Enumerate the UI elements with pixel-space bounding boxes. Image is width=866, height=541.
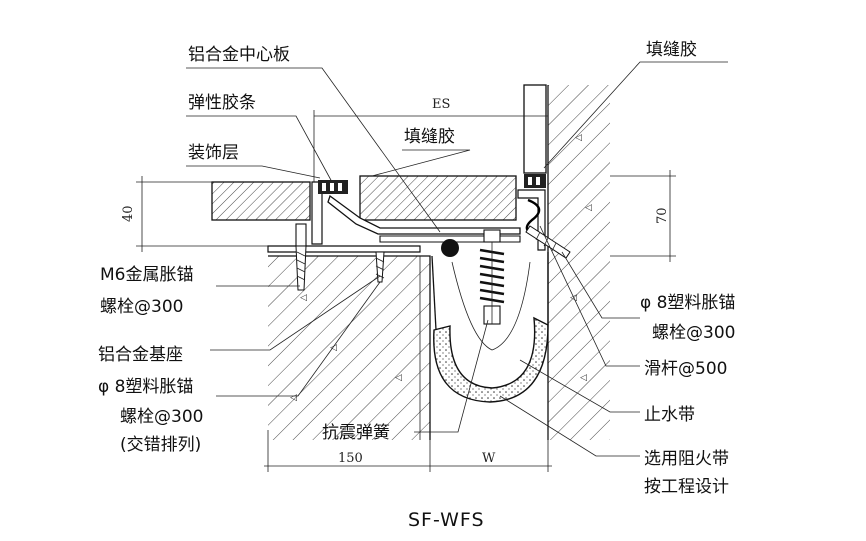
label-base-seat: 铝合金基座 <box>98 345 183 365</box>
dimension-40: 40 <box>121 205 136 222</box>
svg-text:◁: ◁ <box>395 373 402 383</box>
label-fire-barrier-design: 按工程设计 <box>644 477 729 497</box>
label-slide-bar: 滑杆@500 <box>644 359 727 379</box>
label-filler-glue-top: 填缝胶 <box>404 127 455 147</box>
seismic-spring <box>441 229 505 325</box>
label-finish-layer: 装饰层 <box>188 143 239 163</box>
diagram-title: SF-WFS <box>408 509 485 531</box>
label-plastic-anchor-right: φ 8塑料胀锚 <box>640 293 735 313</box>
svg-text:◁: ◁ <box>585 203 592 213</box>
label-staggered: (交错排列) <box>120 435 201 455</box>
label-seismic-spring: 抗震弹簧 <box>322 423 390 443</box>
label-waterstop: 止水带 <box>644 405 695 425</box>
svg-text:◁: ◁ <box>290 393 297 403</box>
elastic-rubber-strip <box>318 174 546 194</box>
dimension-lines <box>136 85 676 472</box>
label-fire-barrier: 选用阻火带 <box>644 449 729 469</box>
label-filler-glue-right: 填缝胶 <box>646 40 697 60</box>
label-plastic-anchor-left: φ 8塑料胀锚 <box>98 377 193 397</box>
waterstop-belt <box>431 252 549 403</box>
label-elastic-strip: 弹性胶条 <box>188 93 256 113</box>
dimension-150: 150 <box>338 451 363 466</box>
label-plastic-anchor-right-spacing: 螺栓@300 <box>652 323 735 343</box>
dimension-w: W <box>482 451 496 466</box>
leader-lines <box>186 61 728 457</box>
m6-metal-anchor-bolt <box>295 223 307 291</box>
label-center-plate: 铝合金中心板 <box>188 45 290 65</box>
dimension-70: 70 <box>655 207 670 224</box>
svg-text:◁: ◁ <box>300 293 307 303</box>
finish-layer-tiles <box>211 84 547 221</box>
svg-text:◁: ◁ <box>570 293 577 303</box>
label-plastic-anchor-left-spacing: 螺栓@300 <box>120 407 203 427</box>
label-m6-anchor-spacing: 螺栓@300 <box>100 297 183 317</box>
svg-text:◁: ◁ <box>580 373 587 383</box>
dimension-es: ES <box>432 97 450 112</box>
svg-text:◁: ◁ <box>575 133 582 143</box>
left-concrete-slab: ◁ ◁ ◁ ◁ <box>268 255 431 440</box>
svg-text:◁: ◁ <box>330 343 337 353</box>
label-m6-anchor: M6金属胀锚 <box>100 265 193 285</box>
